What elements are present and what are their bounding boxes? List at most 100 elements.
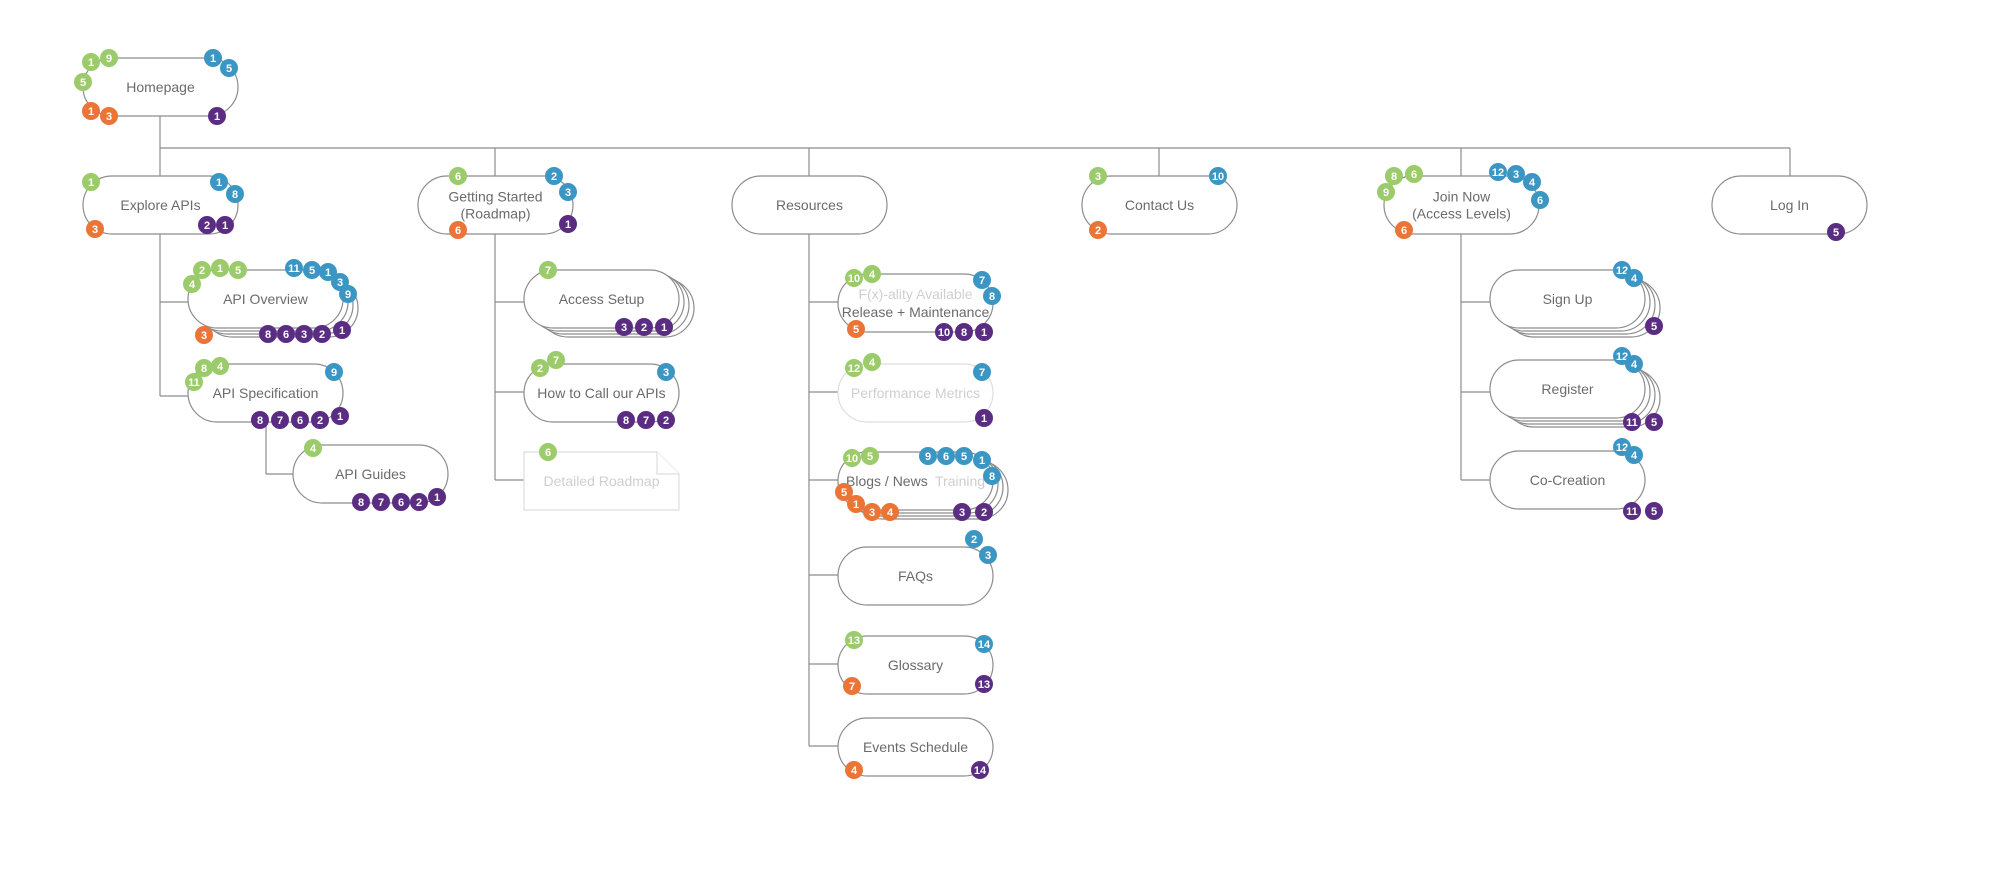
purple-badge: 5 bbox=[1645, 413, 1663, 431]
green-badge: 10 bbox=[845, 269, 863, 287]
purple-badge: 1 bbox=[975, 409, 993, 427]
badge-number: 4 bbox=[1631, 359, 1638, 371]
badge-number: 2 bbox=[204, 220, 210, 232]
blue-badge: 9 bbox=[919, 447, 937, 465]
badge-number: 6 bbox=[1401, 225, 1407, 237]
blue-badge: 1 bbox=[210, 173, 228, 191]
purple-badge: 11 bbox=[1623, 413, 1641, 431]
badge-number: 2 bbox=[1095, 225, 1101, 237]
badge-number: 1 bbox=[339, 325, 345, 337]
purple-badge-circle bbox=[975, 323, 993, 341]
orange-badge: 4 bbox=[845, 761, 863, 779]
purple-badge-circle bbox=[975, 675, 993, 693]
document-shape bbox=[523, 451, 680, 511]
orange-badge-circle bbox=[835, 483, 853, 501]
purple-badge: 1 bbox=[208, 107, 226, 125]
purple-badge: 3 bbox=[953, 503, 971, 521]
node-resources[interactable]: Resources bbox=[731, 175, 888, 235]
green-badge: 4 bbox=[863, 265, 881, 283]
orange-badge-circle bbox=[847, 495, 865, 513]
purple-badge: 3 bbox=[615, 318, 633, 336]
badge-number: 1 bbox=[88, 177, 94, 189]
badge-number: 2 bbox=[641, 322, 647, 334]
node-label: Join Now bbox=[1433, 189, 1491, 205]
badge-number: 1 bbox=[853, 499, 859, 511]
badge-number: 3 bbox=[92, 224, 98, 236]
green-badge: 1 bbox=[211, 259, 229, 277]
blue-badge-circle bbox=[226, 185, 244, 203]
purple-badge: 1 bbox=[428, 488, 446, 506]
purple-badge: 7 bbox=[372, 493, 390, 511]
blue-badge-circle bbox=[1531, 191, 1549, 209]
orange-badge-circle bbox=[100, 107, 118, 125]
purple-badge: 8 bbox=[617, 411, 635, 429]
purple-badge: 2 bbox=[635, 318, 653, 336]
purple-badge-circle bbox=[208, 107, 226, 125]
purple-badge-circle bbox=[635, 318, 653, 336]
purple-badge-circle bbox=[251, 411, 269, 429]
badge-number: 2 bbox=[537, 363, 543, 375]
green-badge: 1 bbox=[82, 53, 100, 71]
blue-badge-circle bbox=[319, 263, 337, 281]
badge-number: 6 bbox=[455, 171, 461, 183]
blue-badge: 2 bbox=[545, 167, 563, 185]
green-badge-circle bbox=[539, 443, 557, 461]
badge-number: 12 bbox=[1616, 351, 1628, 363]
node-log-in[interactable]: Log In5 bbox=[1711, 175, 1868, 241]
blue-badge: 3 bbox=[559, 183, 577, 201]
green-badge-circle bbox=[843, 449, 861, 467]
badge-number: 8 bbox=[257, 415, 263, 427]
badge-number: 5 bbox=[841, 487, 847, 499]
badge-number: 5 bbox=[80, 77, 86, 89]
badge-number: 2 bbox=[319, 329, 325, 341]
badge-number: 5 bbox=[853, 324, 859, 336]
purple-badge-circle bbox=[1827, 223, 1845, 241]
node-label: Access Setup bbox=[559, 291, 645, 307]
badge-number: 5 bbox=[1651, 417, 1657, 429]
green-badge-circle bbox=[82, 53, 100, 71]
blue-badge-circle bbox=[204, 49, 222, 67]
green-badge-circle bbox=[211, 259, 229, 277]
badge-number: 13 bbox=[848, 635, 860, 647]
green-badge-circle bbox=[229, 261, 247, 279]
orange-badge-circle bbox=[86, 220, 104, 238]
blue-badge-circle bbox=[339, 285, 357, 303]
badge-number: 4 bbox=[1631, 450, 1638, 462]
blue-badge-circle bbox=[983, 287, 1001, 305]
node-label-faint: F(x)-ality Available bbox=[858, 286, 972, 302]
orange-badge: 3 bbox=[100, 107, 118, 125]
green-badge: 8 bbox=[1385, 167, 1403, 185]
purple-badge: 2 bbox=[410, 493, 428, 511]
badge-number: 3 bbox=[1513, 169, 1519, 181]
green-badge-circle bbox=[1405, 165, 1423, 183]
orange-badge-circle bbox=[449, 221, 467, 239]
purple-badge-circle bbox=[637, 411, 655, 429]
orange-badge: 7 bbox=[843, 677, 861, 695]
badge-number: 3 bbox=[621, 322, 627, 334]
purple-badge-circle bbox=[975, 503, 993, 521]
purple-badge: 3 bbox=[295, 325, 313, 343]
green-badge-circle bbox=[211, 357, 229, 375]
badge-number: 8 bbox=[265, 329, 271, 341]
purple-badge: 8 bbox=[251, 411, 269, 429]
